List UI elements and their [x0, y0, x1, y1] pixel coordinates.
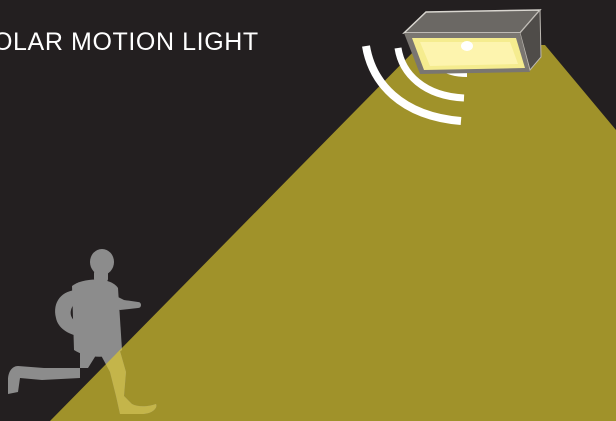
lamp-top-panel	[404, 10, 540, 33]
solar-motion-light-icon	[404, 10, 541, 74]
lamp-sensor-dot	[461, 41, 473, 51]
product-title: OLAR MOTION LIGHT	[0, 30, 259, 55]
light-beam	[50, 45, 616, 421]
